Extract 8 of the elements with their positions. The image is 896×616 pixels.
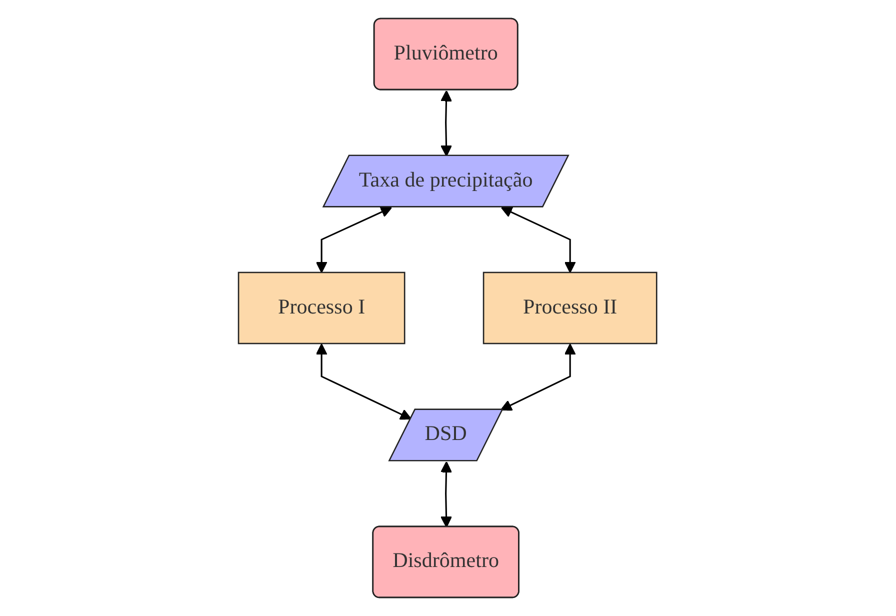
node-box: Processo I (238, 272, 406, 344)
arrow (440, 461, 452, 528)
arrow (501, 206, 576, 273)
arrow (440, 90, 452, 157)
arrow (316, 206, 392, 273)
node-box: Processo II (483, 272, 658, 344)
arrow (316, 344, 412, 420)
arrow (500, 344, 576, 411)
